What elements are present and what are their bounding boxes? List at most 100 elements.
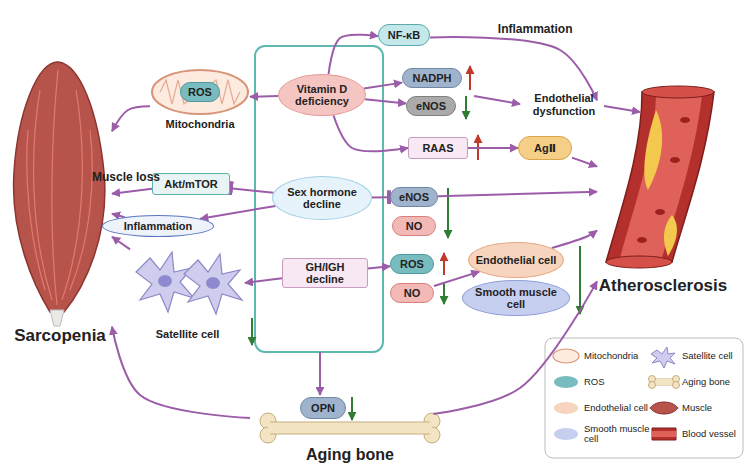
legend-text: Aging bone xyxy=(682,377,742,387)
outcome-node: Atherosclerosis xyxy=(597,85,729,295)
decrease-arrow xyxy=(351,397,353,420)
legend-text: Endothelial cell xyxy=(584,403,656,413)
node-text: NADPH xyxy=(412,72,451,84)
bone-illustration xyxy=(268,422,432,434)
process-ellipse: Inflammation xyxy=(102,215,214,237)
molecule-pill: NADPH xyxy=(402,68,462,88)
node-text: Atherosclerosis xyxy=(599,276,728,295)
bone-edge xyxy=(270,434,430,435)
arrow-connector xyxy=(200,206,275,219)
legend-text: Muscle xyxy=(682,403,742,413)
flow-arrow xyxy=(474,96,520,104)
decrease-arrow xyxy=(579,246,581,314)
node-text: Inflammation xyxy=(124,220,192,232)
legend-bone-icon xyxy=(649,382,656,389)
legend-swatch xyxy=(554,402,578,414)
flow-arrow xyxy=(319,352,321,395)
cause-box: GH/IGH decline xyxy=(282,258,368,288)
legend-swatch xyxy=(554,428,578,440)
legend-swatch xyxy=(554,376,578,388)
arrow-connector xyxy=(572,158,597,167)
node-text: GH/IGH decline xyxy=(286,261,364,286)
arrow-connector xyxy=(434,272,479,286)
node-text: Mitochondria xyxy=(165,118,234,130)
node-text: OPN xyxy=(311,402,335,414)
outcome-node: Sarcopenia xyxy=(8,55,112,345)
muscle-illustration xyxy=(14,62,105,312)
molecule-pill: NO xyxy=(390,283,434,303)
muscle-fiber xyxy=(27,130,45,290)
node-text: Akt/mTOR xyxy=(164,178,218,190)
legend-bone-icon xyxy=(653,379,675,385)
group-frame xyxy=(255,46,383,352)
node-text: eNOS xyxy=(399,191,429,203)
blood-cell xyxy=(637,237,647,243)
node-text: NF-κB xyxy=(388,29,420,41)
legend-text: ROS xyxy=(584,377,656,387)
cause-ellipse: Sex hormone decline xyxy=(272,176,372,220)
node-text: Sarcopenia xyxy=(14,326,106,345)
system-box: RAAS xyxy=(408,137,468,159)
edge-label: Muscle loss xyxy=(92,170,160,184)
vessel-opening xyxy=(642,86,714,98)
legend-vessel-icon xyxy=(652,431,676,437)
increase-arrow xyxy=(469,66,471,90)
node-text: Sex hormone decline xyxy=(276,186,368,211)
bone-node: Aging bone xyxy=(250,414,450,464)
flow-arrow xyxy=(604,106,640,112)
legend-text: Mitochondria xyxy=(584,351,656,361)
molecule-pill: OPN xyxy=(300,397,346,419)
arrow-connector xyxy=(368,266,390,268)
muscle-fiber xyxy=(52,70,58,305)
pathway-pill: NF-κB xyxy=(378,24,430,46)
arrow-connector xyxy=(333,115,408,151)
arrow-connector xyxy=(112,237,130,250)
arrow-connector xyxy=(438,192,597,196)
plaque xyxy=(664,215,677,256)
cell-ellipse: Endothelial cell xyxy=(468,242,564,278)
satellite-cell-illustration xyxy=(184,254,242,314)
node-text: Smooth muscle cell xyxy=(466,286,566,311)
legend-muscle-icon xyxy=(650,402,678,414)
increase-arrow xyxy=(443,253,445,275)
node-text: Satellite cell xyxy=(156,328,220,340)
node-text: Aging bone xyxy=(306,446,394,464)
muscle-fiber xyxy=(70,130,92,290)
node-text: RAAS xyxy=(422,142,453,154)
mitochondria-illustration xyxy=(152,70,248,114)
cell-nucleus xyxy=(206,277,220,289)
tendon xyxy=(50,310,64,326)
cell-ellipse: Smooth muscle cell xyxy=(462,280,570,316)
ros-pill: ROS xyxy=(180,82,220,102)
blood-cell xyxy=(655,209,665,215)
molecule-pill: NO xyxy=(392,216,436,236)
cristae xyxy=(160,80,240,104)
arrow-connector xyxy=(112,189,152,194)
node-text: eNOS xyxy=(416,100,446,112)
muscle-fiber xyxy=(62,90,82,300)
muscle-fiber xyxy=(34,90,52,300)
decrease-arrow xyxy=(251,318,253,345)
molecule-pill: AgⅡ xyxy=(518,136,572,160)
node-text: Endothelial cell xyxy=(476,254,557,266)
node-text: Vitamin D deficiency xyxy=(282,83,362,108)
blood-cell xyxy=(680,117,690,123)
node-text: AgⅡ xyxy=(534,142,556,154)
annotation-text: Endothelial dysfunction xyxy=(522,92,606,117)
legend-mitochondria-icon xyxy=(553,349,579,363)
pathway-box: Akt/mTOR xyxy=(152,173,230,195)
node-text: ROS xyxy=(188,86,212,98)
vessel-opening xyxy=(606,256,672,268)
molecule-pill: eNOS xyxy=(390,187,438,207)
arrow-connector xyxy=(365,99,406,103)
node-text: NO xyxy=(406,220,423,232)
arrow-connector xyxy=(250,95,278,98)
arrow-connector xyxy=(329,35,378,75)
legend-text: Satellite cell xyxy=(682,351,742,361)
vessel-illustration xyxy=(606,92,714,262)
bone-edge xyxy=(270,422,430,423)
legend-text: Smooth muscle cell xyxy=(584,424,656,445)
mitochondria-node: Mitochondria ROS xyxy=(150,66,250,130)
arrow-connector xyxy=(552,230,597,248)
